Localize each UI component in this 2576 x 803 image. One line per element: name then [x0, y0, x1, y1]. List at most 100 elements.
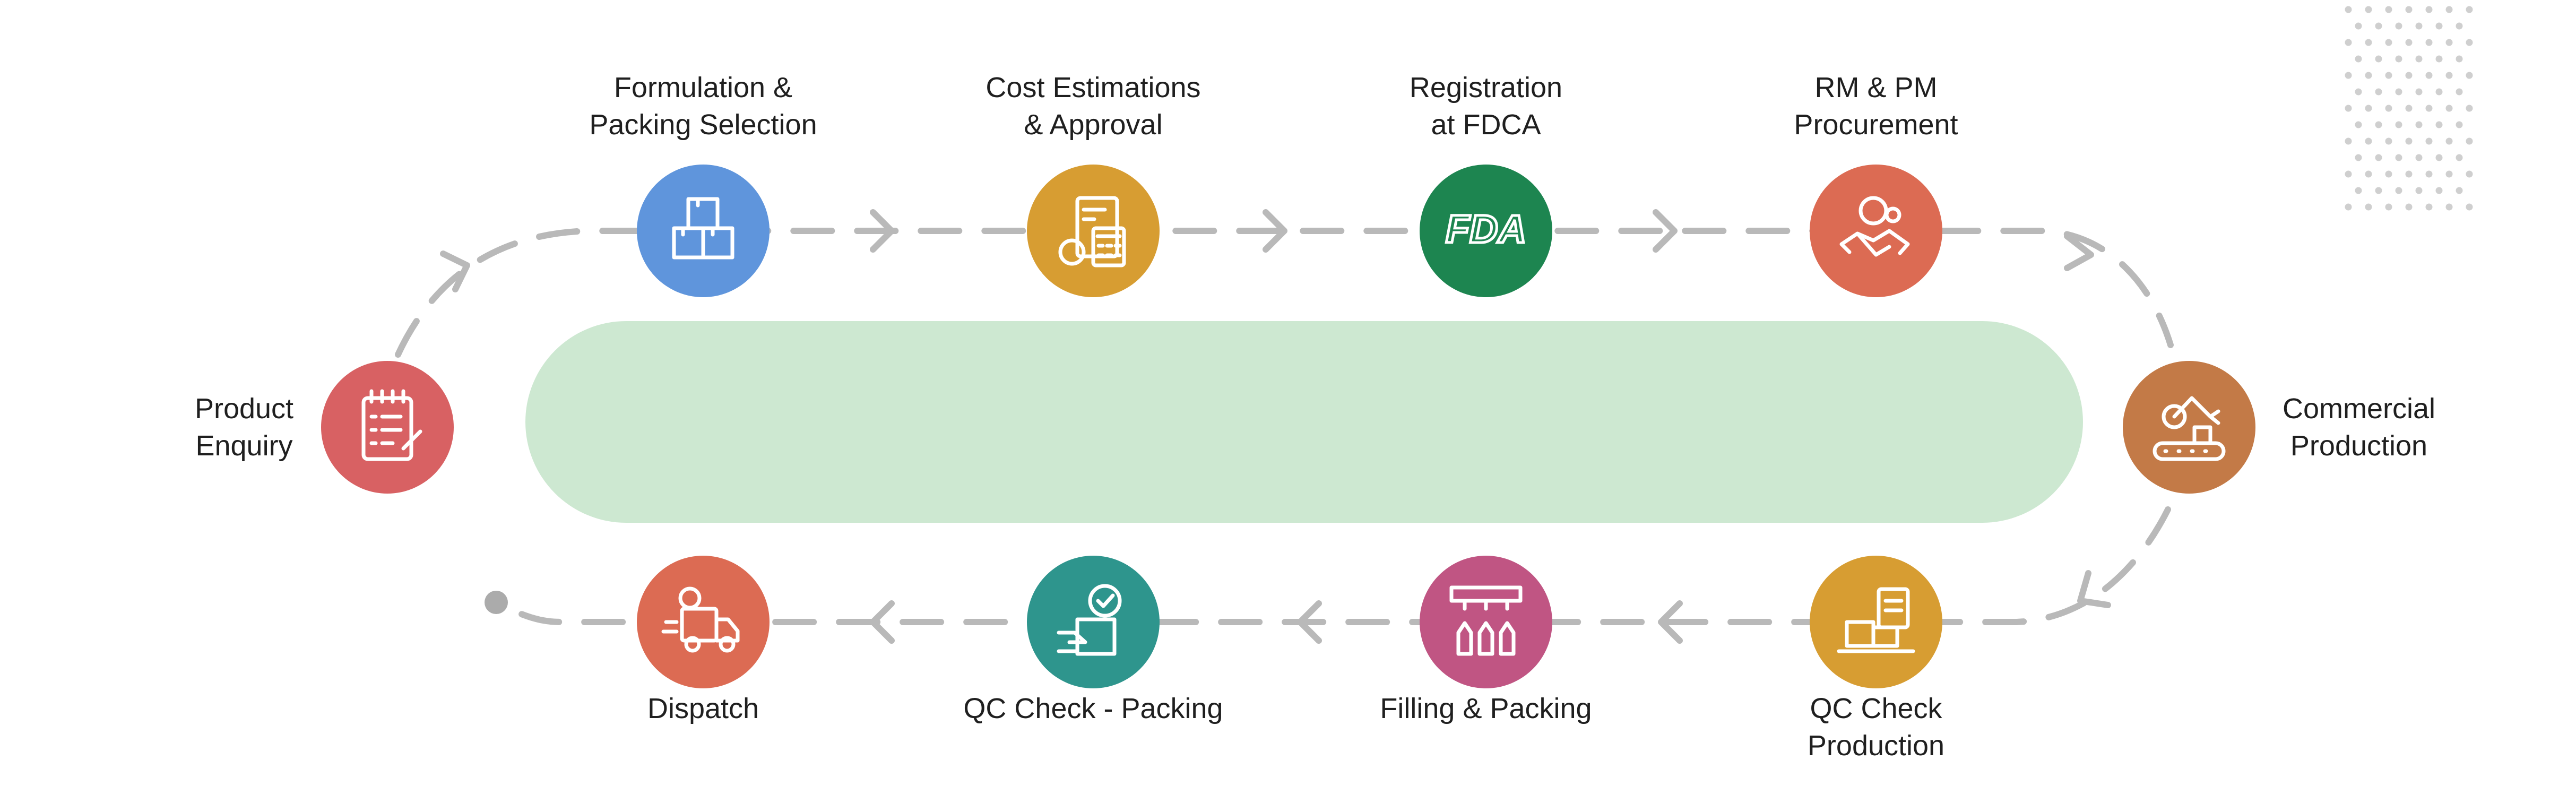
arrowhead	[2077, 570, 2111, 608]
decorative-dot	[2466, 137, 2473, 145]
step-label-line: Commercial	[2282, 393, 2436, 425]
step-label-line: Formulation &	[613, 72, 793, 103]
decorative-dot	[2385, 105, 2392, 112]
step-node-commercial-production	[2123, 361, 2255, 494]
arrowhead	[870, 209, 895, 253]
decorative-dot	[2365, 105, 2372, 112]
decorative-dot	[2395, 88, 2402, 96]
step-label-line: Procurement	[1794, 109, 1958, 141]
decorative-dot	[2435, 154, 2443, 161]
decorative-dot	[2435, 55, 2443, 63]
step-label-line: Product	[194, 393, 294, 425]
decorative-dot	[2405, 6, 2413, 13]
decorative-dot	[2405, 105, 2413, 112]
decorative-dot	[2466, 170, 2473, 178]
decorative-dot	[2425, 39, 2433, 46]
flow-arrowheads	[440, 209, 2111, 644]
decorative-dot	[2456, 154, 2463, 161]
decorative-dot	[2445, 137, 2453, 145]
decorative-dot	[2375, 187, 2382, 194]
step-label-line: Dispatch	[647, 693, 759, 724]
decorative-dot	[2375, 55, 2382, 63]
decorative-dot	[2456, 121, 2463, 128]
decorative-dot	[2385, 203, 2392, 211]
step-label-line: & Approval	[1024, 109, 1163, 141]
step-label-formulation-packing-selection: Formulation & Packing Selection	[533, 69, 873, 143]
arrowhead	[1653, 209, 1678, 253]
step-label-line: Enquiry	[195, 430, 293, 462]
decorative-dot	[2456, 55, 2463, 63]
decorative-dot	[2415, 55, 2423, 63]
fda-logo-icon: FDA	[1444, 206, 1527, 253]
step-circle	[1810, 165, 1942, 297]
calculator-invoice-icon	[1058, 196, 1126, 267]
decorative-dot	[2445, 6, 2453, 13]
step-circle	[1420, 165, 1552, 297]
decorative-dot	[2425, 203, 2433, 211]
package-check-icon	[1057, 584, 1122, 656]
step-node-formulation-packing-selection	[637, 165, 770, 297]
flow-start-dot	[485, 591, 508, 614]
decorative-dot	[2395, 121, 2402, 128]
decorative-dot	[2466, 72, 2473, 79]
step-label-line: Packing Selection	[589, 109, 817, 141]
decorative-dot	[2445, 105, 2453, 112]
delivery-truck-icon	[661, 586, 740, 653]
decorative-dot	[2445, 39, 2453, 46]
decorative-dot	[2375, 88, 2382, 96]
decorative-dot	[2405, 72, 2413, 79]
step-label-qc-check-packing: QC Check - Packing	[923, 690, 1263, 727]
decorative-dot	[2445, 203, 2453, 211]
decorative-dot	[2385, 39, 2392, 46]
decorative-dot	[2375, 154, 2382, 161]
step-node-filling-packing	[1420, 556, 1552, 688]
step-node-cost-estimations-approval	[1027, 165, 1160, 297]
decorative-dot	[2395, 55, 2402, 63]
step-label-line: at FDCA	[1431, 109, 1541, 141]
decorative-dot	[2365, 72, 2372, 79]
flow-path	[395, 228, 2174, 625]
step-node-product-enquiry	[321, 361, 454, 494]
arrowhead	[870, 600, 895, 644]
handshake-dollar-icon	[1839, 196, 1910, 257]
arrowhead	[440, 251, 470, 292]
arrowhead	[1263, 209, 1287, 253]
arrowhead	[2064, 233, 2094, 271]
step-label-line: Filling & Packing	[1380, 693, 1592, 724]
step-label-cost-estimations-approval: Cost Estimations& Approval	[923, 69, 1263, 143]
decorative-dot	[2375, 121, 2382, 128]
arrowhead	[1297, 600, 1322, 644]
clipboard-checklist-icon	[361, 389, 422, 461]
boxes-icon	[672, 197, 734, 260]
decorative-dot	[2355, 187, 2362, 194]
decorative-dot	[2355, 121, 2362, 128]
decorative-dot	[2365, 203, 2372, 211]
decorative-dot	[2365, 137, 2372, 145]
decorative-dot	[2435, 187, 2443, 194]
decorative-dot	[2395, 187, 2402, 194]
decorative-dot	[2435, 22, 2443, 30]
decorative-dot	[2355, 22, 2362, 30]
step-label-line: Production	[2290, 430, 2428, 462]
decorative-dot	[2415, 154, 2423, 161]
decorative-dot	[2385, 72, 2392, 79]
step-node-qc-check-packing	[1027, 556, 1160, 688]
decorative-dot	[2355, 55, 2362, 63]
decorative-dot	[2405, 203, 2413, 211]
decorative-dot	[2456, 22, 2463, 30]
decorative-dot	[2375, 22, 2382, 30]
decorative-dot-grid	[2345, 6, 2473, 211]
robotic-arm-conveyor-icon	[2153, 396, 2226, 461]
decorative-dot	[2365, 170, 2372, 178]
step-node-rm-pm-procurement	[1810, 165, 1942, 297]
decorative-dot	[2365, 6, 2372, 13]
boxes-checklist-icon	[1837, 587, 1915, 653]
decorative-dot	[2435, 88, 2443, 96]
arrowhead	[1658, 600, 1683, 644]
